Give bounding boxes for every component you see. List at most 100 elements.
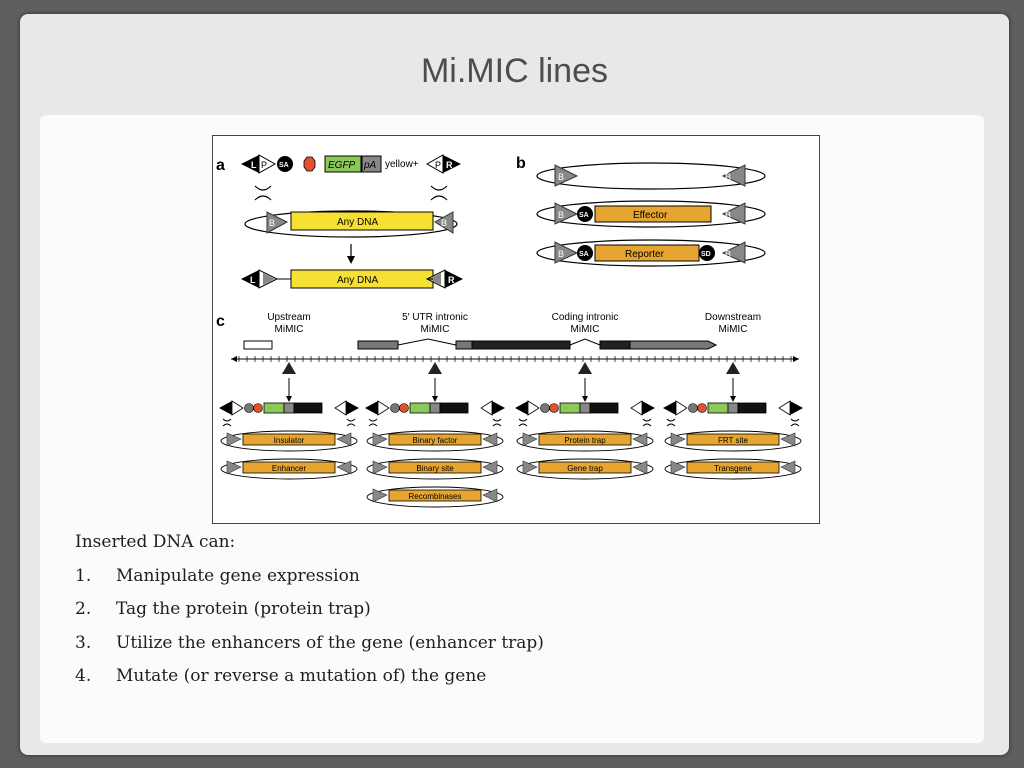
cassette-site-left — [515, 401, 528, 415]
cassette-site-left — [663, 401, 676, 415]
donor-b-left — [226, 432, 242, 447]
insertion-arrowhead — [286, 396, 292, 402]
b-label: B — [725, 210, 731, 220]
crossover-mark — [368, 418, 378, 427]
effector-label: Effector — [633, 210, 668, 221]
effector-b-right — [721, 202, 746, 225]
donor-b-right — [482, 488, 498, 503]
donor-label: Enhancer — [272, 464, 307, 473]
cassette-sa — [390, 403, 400, 413]
header-coding-2: MiMIC — [571, 324, 600, 335]
result-right-letter: R — [448, 275, 455, 285]
crossover-right — [430, 185, 448, 201]
panel-a-cassette: L P SA EGFP pA yellow+ P R — [241, 154, 461, 174]
donor-label: Insulator — [274, 436, 305, 445]
left-site-letter: L — [251, 160, 257, 170]
empty-b-right — [721, 164, 746, 187]
donor-b-right — [780, 460, 796, 475]
cassette-sa — [688, 403, 698, 413]
ruler-arrow-left — [231, 356, 237, 362]
p-triangle-left — [258, 154, 277, 174]
donor-b-left — [226, 460, 242, 475]
insertion-marker-coding — [578, 362, 592, 374]
donor-label: Binary site — [416, 464, 454, 473]
donor-plasmid — [220, 458, 358, 480]
donor-box — [686, 461, 780, 474]
any-dna-label: Any DNA — [337, 217, 378, 228]
p-label-right: P — [435, 160, 441, 170]
insertion-marker-downstream — [726, 362, 740, 374]
cassette-site-right — [790, 401, 803, 415]
effector-sa-label: SA — [579, 212, 589, 219]
sa-circle — [277, 156, 293, 172]
cassette-stop — [399, 403, 409, 413]
donor-box — [388, 461, 482, 474]
donor-box — [242, 461, 336, 474]
cassette-stop — [549, 403, 559, 413]
donor-label: Protein trap — [564, 436, 606, 445]
reporter-b-right — [721, 241, 746, 264]
attp-right-site — [443, 155, 461, 173]
donor-box — [242, 433, 336, 446]
reporter-sa — [577, 245, 593, 261]
cassette-p-left — [377, 400, 390, 416]
bullet-number: 4. — [75, 666, 92, 686]
donor-box — [538, 461, 632, 474]
effector-plasmid — [536, 200, 766, 228]
crossover-mark — [642, 418, 652, 427]
donor-b-right — [336, 460, 352, 475]
bullet-number: 2. — [75, 599, 92, 619]
effector-b-left — [554, 202, 579, 225]
intron-1 — [397, 338, 457, 346]
crossover-mark — [492, 418, 502, 427]
pa-box — [361, 155, 382, 173]
donor-b-left — [522, 432, 538, 447]
cassette-p-right — [630, 400, 643, 416]
bullet-item-3: 3.Utilize the enhancers of the gene (enh… — [75, 633, 544, 667]
b-label: B — [558, 172, 564, 182]
cassette-site-right — [346, 401, 359, 415]
reporter-sd-label: SD — [701, 251, 711, 258]
cassette-p-left — [527, 400, 540, 416]
p-label-left: P — [261, 160, 267, 170]
egfp-label: EGFP — [328, 160, 356, 171]
b-label: B — [725, 249, 731, 259]
sa-label: SA — [279, 162, 289, 169]
cassette-sa — [540, 403, 550, 413]
donor-b-left — [670, 460, 686, 475]
cassette-pa — [429, 402, 441, 414]
insertion-arrowhead — [730, 396, 736, 402]
donor-plasmid — [516, 458, 654, 480]
header-downstream-2: MiMIC — [719, 324, 748, 335]
effector-box — [594, 205, 712, 223]
reporter-label: Reporter — [625, 249, 665, 260]
reporter-sd — [699, 245, 715, 261]
bullet-number: 3. — [75, 632, 92, 653]
b-label: B — [558, 249, 564, 259]
cassette-yellow — [439, 402, 469, 414]
any-dna-plasmid — [244, 210, 458, 238]
result-any-dna-label: Any DNA — [337, 275, 378, 286]
donor-plasmid — [220, 430, 358, 452]
any-dna-box — [290, 211, 434, 231]
header-5utr-1: 5′ UTR intronic — [402, 312, 468, 323]
insertion-arrowhead — [432, 396, 438, 402]
donor-plasmid — [664, 458, 802, 480]
cassette-site-right — [492, 401, 505, 415]
reporter-plasmid — [536, 239, 766, 267]
stop-octagon — [303, 156, 316, 172]
exon-5 — [629, 340, 718, 350]
bullet-text: Tag the protein (protein trap) — [116, 599, 371, 619]
panel-b-letter: b — [516, 155, 526, 172]
insertion-marker-upstream — [282, 362, 296, 374]
cassette-egfp — [559, 402, 581, 414]
bullet-item-2: 2. Tag the protein (protein trap) — [75, 599, 544, 633]
donor-b-right — [632, 432, 648, 447]
panel-a-letter: a — [216, 157, 225, 174]
empty-b-left — [554, 164, 579, 187]
cassette-pa — [283, 402, 295, 414]
slide-title: Mi.MIC lines — [420, 52, 609, 90]
b-label: B — [725, 172, 731, 182]
bullet-number: 1. — [75, 565, 92, 586]
empty-plasmid — [536, 162, 766, 190]
